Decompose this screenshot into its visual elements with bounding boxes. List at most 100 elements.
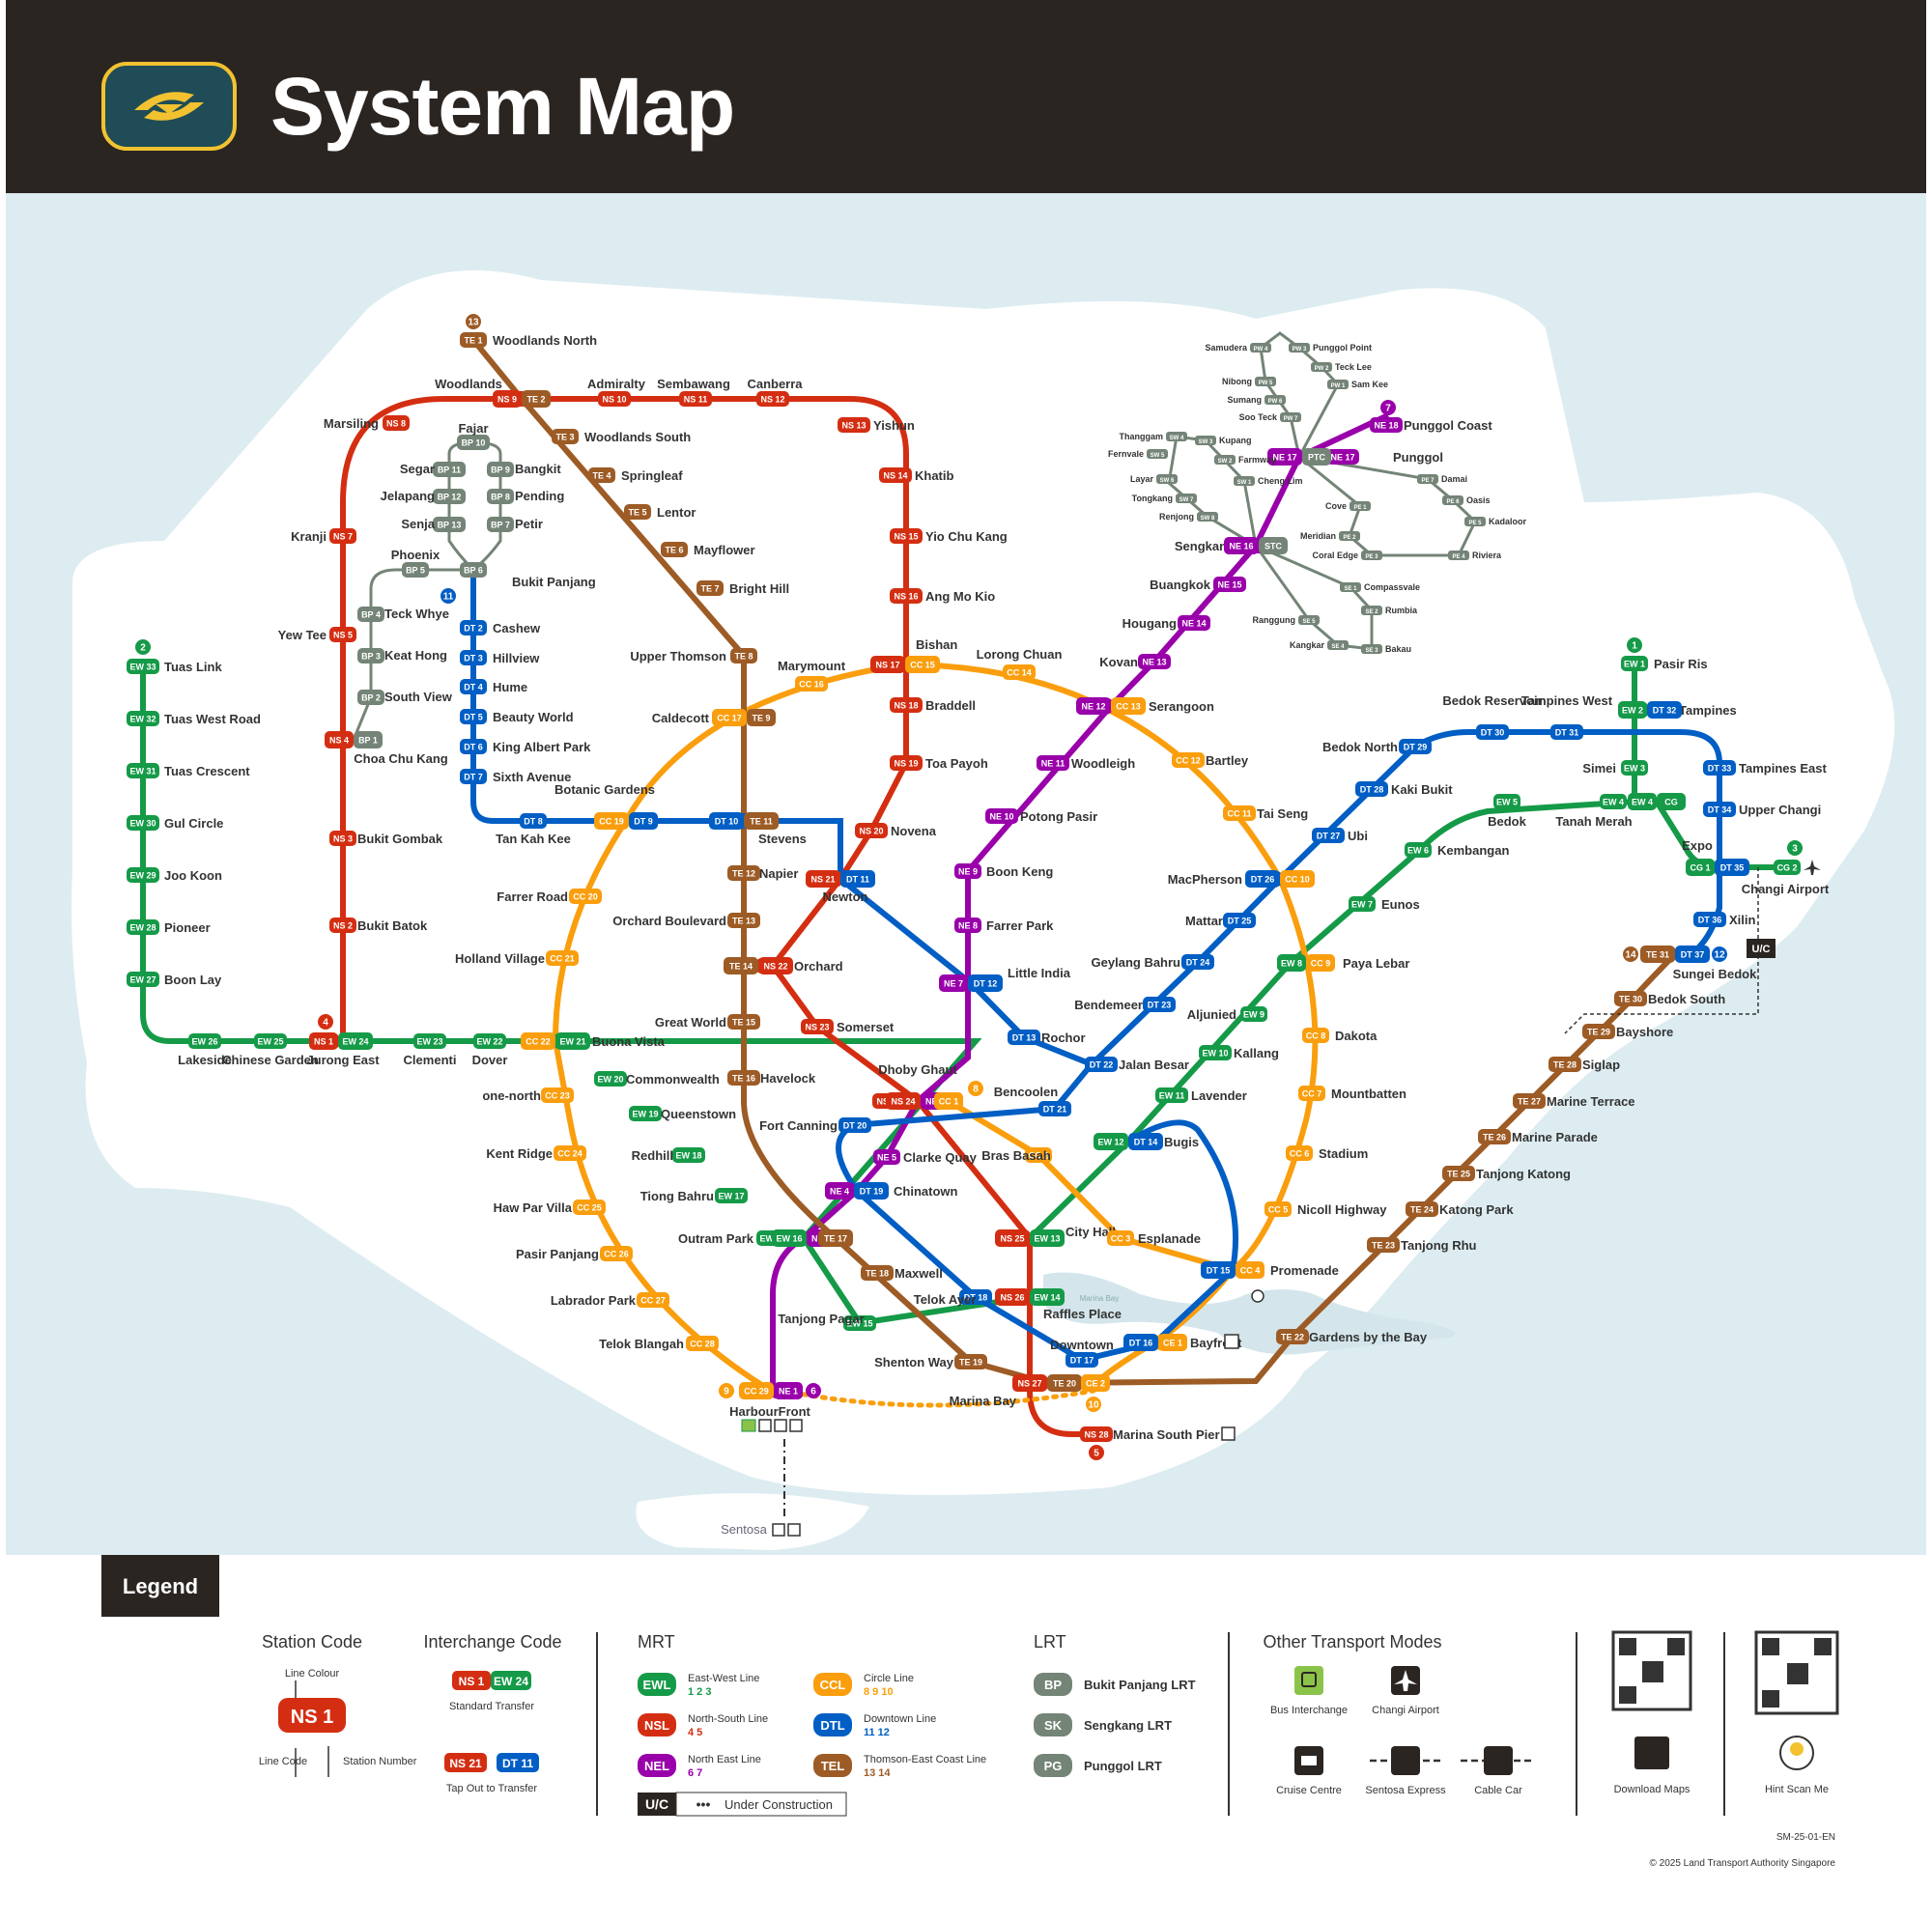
interchange-badge[interactable]: CE 2 bbox=[1081, 1374, 1110, 1392]
interchange-badge[interactable]: TE 17 bbox=[818, 1229, 853, 1247]
